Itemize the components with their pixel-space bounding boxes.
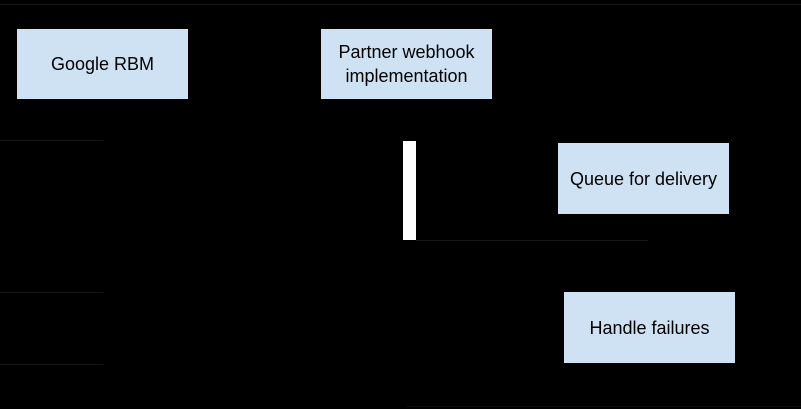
activation-bar	[403, 141, 416, 240]
node-handle-failures-label: Handle failures	[589, 317, 710, 338]
message-line-2	[0, 292, 103, 293]
node-queue-for-delivery-label: Queue for delivery	[569, 168, 718, 189]
node-partner-webhook-label: Partner webhook implementation	[338, 42, 475, 86]
elbow-connector-line	[416, 240, 648, 241]
node-google-rbm-label: Google RBM	[50, 54, 155, 74]
node-handle-failures: Handle failures	[564, 292, 735, 363]
frame-bottom-line	[407, 406, 801, 407]
node-queue-for-delivery: Queue for delivery	[558, 143, 729, 214]
node-partner-webhook: Partner webhook implementation	[321, 29, 492, 99]
message-line-3	[0, 364, 103, 365]
node-google-rbm: Google RBM	[17, 29, 188, 99]
message-line-1	[0, 140, 103, 141]
frame-top-line	[0, 4, 801, 5]
